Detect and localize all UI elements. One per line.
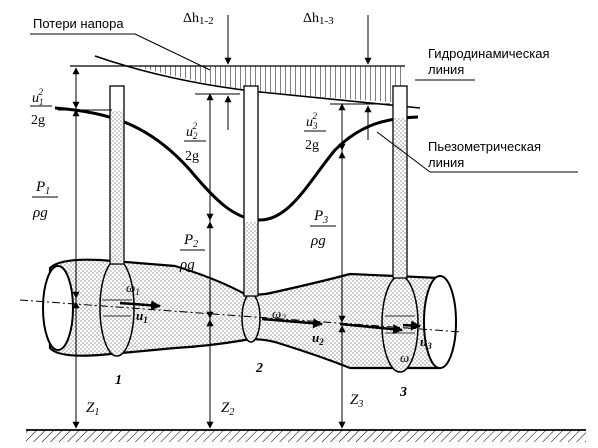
piezometer-2 <box>243 85 259 297</box>
section-2-number: 2 <box>255 361 263 376</box>
u3-label: u3 <box>420 334 432 351</box>
pipe-axis <box>19 299 463 333</box>
svg-text:P2: P2 <box>183 232 198 250</box>
svg-text:u12: u12 <box>32 87 44 107</box>
datum-ground <box>26 430 586 442</box>
svg-text:2g: 2g <box>305 138 319 153</box>
label-piezo-line-1: Пьезометрическая <box>428 139 541 154</box>
pressure-head-1: P1 ρg <box>32 179 58 221</box>
piezometer-3 <box>392 85 408 279</box>
section-2 <box>241 293 261 343</box>
label-hydro-line-2: линия <box>428 62 464 77</box>
z2-label: Z2 <box>221 400 234 418</box>
velocity-head-1: u12 2g <box>30 87 52 128</box>
velocity-head-2: u22 2g <box>184 121 206 164</box>
section-3-number: 3 <box>399 385 407 400</box>
label-dh12: Δh1-2 <box>183 11 214 27</box>
pressure-head-3: P3 ρg <box>310 208 336 249</box>
hydrodynamic-line <box>94 55 421 109</box>
z1-label: Z1 <box>86 400 99 418</box>
piezometer-1 <box>109 85 125 265</box>
label-hydro-line-1: Гидродинамическая <box>428 46 550 61</box>
piezometric-line <box>54 106 419 222</box>
pressure-head-2: P2 ρg <box>179 232 205 273</box>
svg-text:ρg: ρg <box>179 257 195 273</box>
omega3-label: ω <box>400 350 409 365</box>
svg-text:P3: P3 <box>313 208 328 226</box>
svg-text:ρg: ρg <box>310 233 326 249</box>
z3-label: Z3 <box>350 392 363 410</box>
omega1-label: ω1 <box>126 280 140 297</box>
svg-text:u32: u32 <box>306 111 318 131</box>
pipe-inlet-end <box>42 265 74 351</box>
svg-text:P1: P1 <box>35 179 50 197</box>
section-1-number: 1 <box>115 373 122 388</box>
svg-text:ρg: ρg <box>32 205 48 221</box>
label-dh13: Δh1-3 <box>303 11 334 27</box>
svg-text:2g: 2g <box>185 149 199 164</box>
velocity-head-3: u32 2g <box>304 111 326 153</box>
omega2-label: ω2 <box>272 306 286 323</box>
u1-label: u1 <box>136 308 148 325</box>
pipe-outlet-end <box>423 275 457 369</box>
section-1 <box>99 259 135 357</box>
svg-text:2g: 2g <box>31 113 45 128</box>
head-loss-area <box>135 66 405 103</box>
svg-text:u22: u22 <box>186 121 198 141</box>
label-head-loss: Потери напора <box>33 16 124 31</box>
u2-label: u2 <box>312 330 324 347</box>
label-piezo-line-2: линия <box>428 155 464 170</box>
